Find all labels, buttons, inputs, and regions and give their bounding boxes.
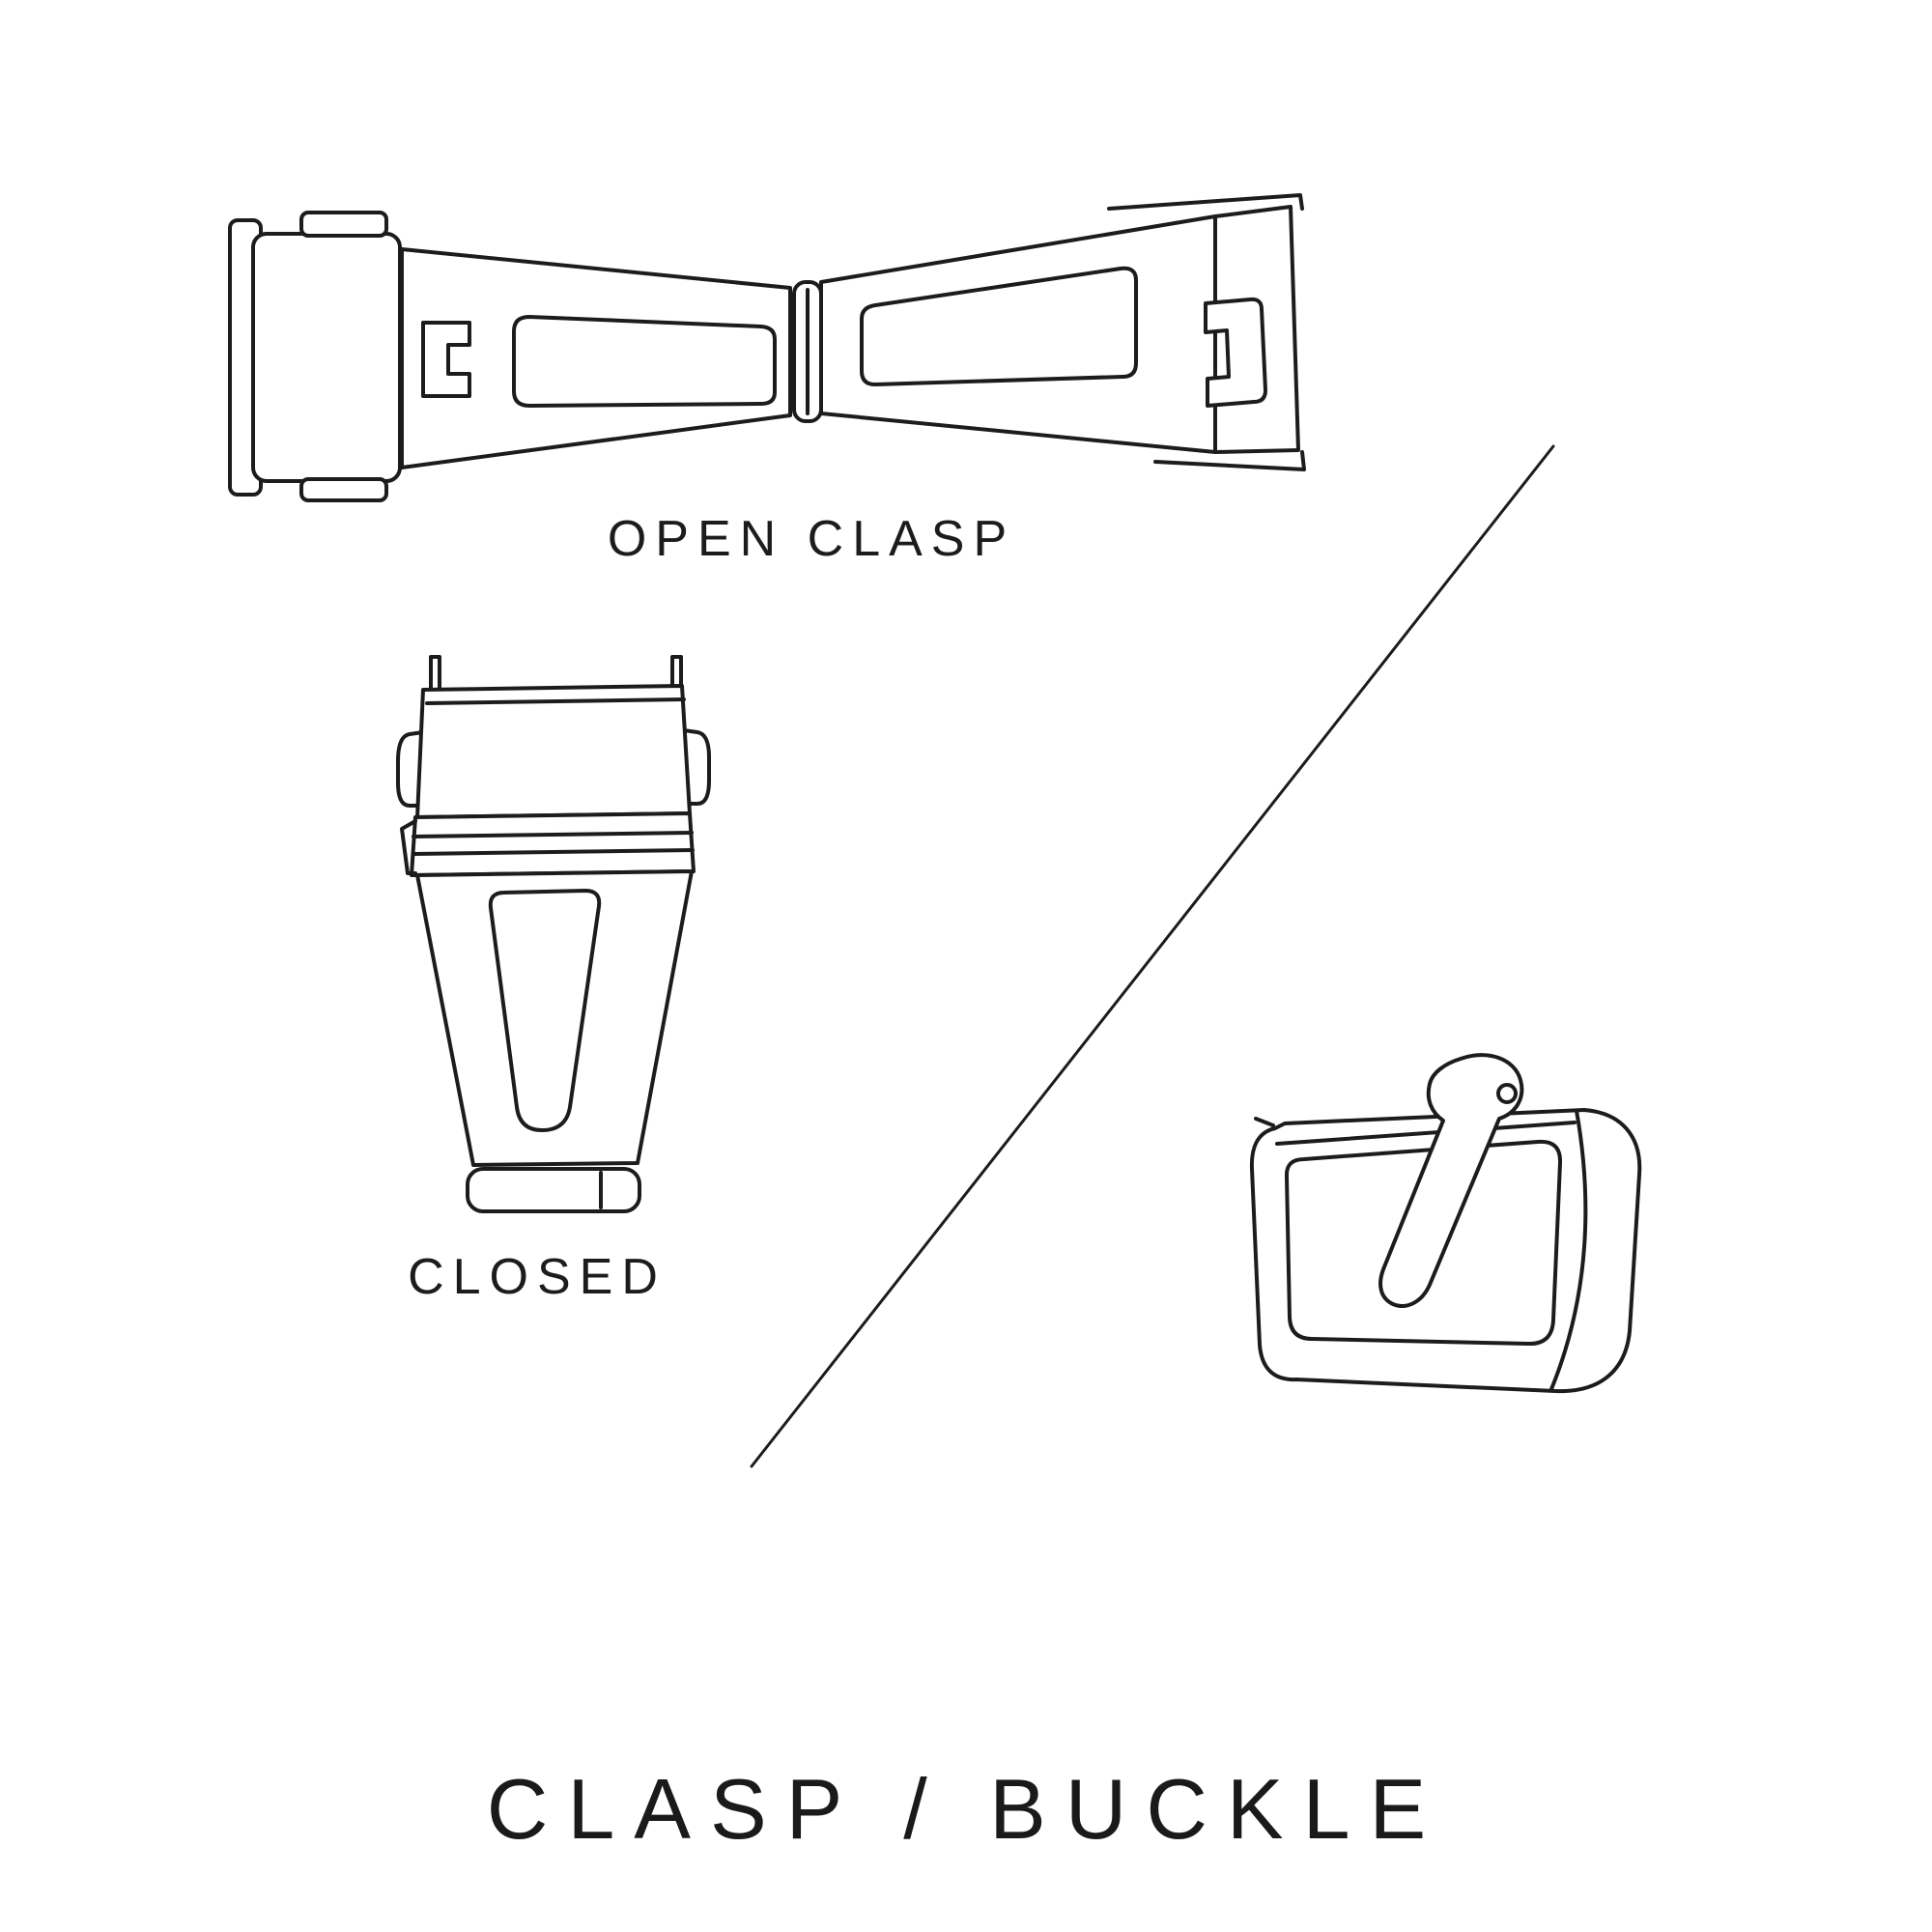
open-clasp-right-arm (819, 214, 1217, 454)
open-clasp-left-arm-inner (512, 315, 777, 408)
open-clasp-top-tab (299, 211, 388, 238)
closed-clasp-drawing (396, 655, 711, 1213)
closed-clasp-body (415, 869, 694, 1167)
closed-clasp-ear-right (682, 728, 711, 806)
closed-clasp-end-bar (466, 1167, 641, 1213)
buckle-springbar-line (1275, 1121, 1577, 1146)
open-clasp-top-flange (1107, 193, 1304, 211)
page-title: CLASP / BUCKLE (486, 1761, 1446, 1857)
open-clasp-bottom-tab (299, 477, 388, 502)
open-clasp-drawing (228, 193, 1306, 502)
buckle-tang-pivot (1496, 1083, 1518, 1104)
closed-clasp-release-lever (400, 819, 417, 875)
closed-clasp-band-line-2 (412, 848, 695, 856)
closed-clasp-top-box (415, 684, 692, 819)
buckle-drawing (1249, 1053, 1642, 1394)
buckle-frame-inner (1284, 1139, 1563, 1347)
divider-line (750, 444, 1555, 1468)
open-clasp-right-arm-inner (860, 266, 1138, 386)
closed-clasp-band-line-1 (412, 831, 694, 838)
open-clasp-label: OPEN CLASP (607, 511, 1016, 567)
buckle-right-roll-line (1549, 1109, 1588, 1391)
closed-clasp-band (410, 811, 696, 877)
open-clasp-bottom-flange (1153, 450, 1306, 471)
open-clasp-left-endlink (251, 232, 402, 483)
open-clasp-button-bracket (421, 321, 471, 398)
closed-clasp-box-edge-line (425, 697, 686, 705)
buckle-springbar-pin (1254, 1117, 1275, 1127)
buckle-tang (1378, 1053, 1524, 1308)
open-clasp-latch-hook (1204, 297, 1267, 408)
closed-clasp-label: CLOSED (408, 1249, 667, 1305)
open-clasp-left-arm (400, 247, 792, 469)
closed-clasp-prong-left (429, 655, 441, 694)
closed-clasp-inner-slot (488, 889, 602, 1132)
